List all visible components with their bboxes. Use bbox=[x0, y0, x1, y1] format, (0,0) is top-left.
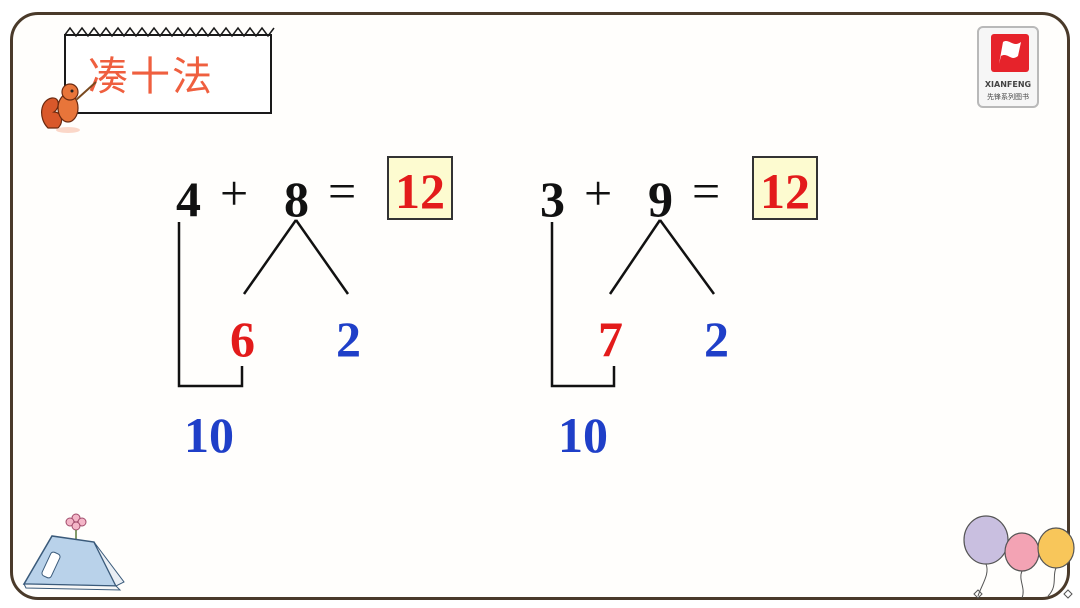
answer-1: 12 bbox=[395, 163, 445, 219]
addend-a-1: 4 bbox=[176, 171, 201, 227]
publisher-logo: XIANFENG 先锋系列图书 bbox=[977, 26, 1039, 108]
split-right-1: 2 bbox=[336, 311, 361, 367]
equals-sign-2: = bbox=[692, 163, 721, 219]
plus-sign-1: + bbox=[220, 165, 249, 221]
spiral-binding-decoration bbox=[64, 26, 275, 38]
logo-subtitle-text: 先锋系列图书 bbox=[987, 93, 1029, 101]
page-title: 凑十法 bbox=[88, 54, 214, 100]
plus-sign-2: + bbox=[584, 165, 613, 221]
flag-logo-icon bbox=[991, 34, 1029, 72]
answer-box-1: 12 bbox=[387, 156, 453, 220]
logo-brand-text: XIANFENG bbox=[984, 80, 1032, 89]
ten-result-1: 10 bbox=[184, 407, 234, 463]
addend-a-2: 3 bbox=[540, 171, 565, 227]
squirrel-teacher-icon bbox=[41, 81, 97, 133]
equals-sign-1: = bbox=[328, 163, 357, 219]
title-card: 凑十法 bbox=[64, 26, 275, 114]
addend-b-2: 9 bbox=[648, 171, 673, 227]
answer-2: 12 bbox=[760, 163, 810, 219]
split-right-2: 2 bbox=[704, 311, 729, 367]
balloons-decoration-icon bbox=[963, 515, 1075, 599]
ten-result-2: 10 bbox=[558, 407, 608, 463]
book-decoration-icon bbox=[22, 513, 125, 591]
split-left-1: 6 bbox=[230, 311, 255, 367]
split-left-2: 7 bbox=[598, 311, 623, 367]
addend-b-1: 8 bbox=[284, 171, 309, 227]
answer-box-2: 12 bbox=[752, 156, 818, 220]
